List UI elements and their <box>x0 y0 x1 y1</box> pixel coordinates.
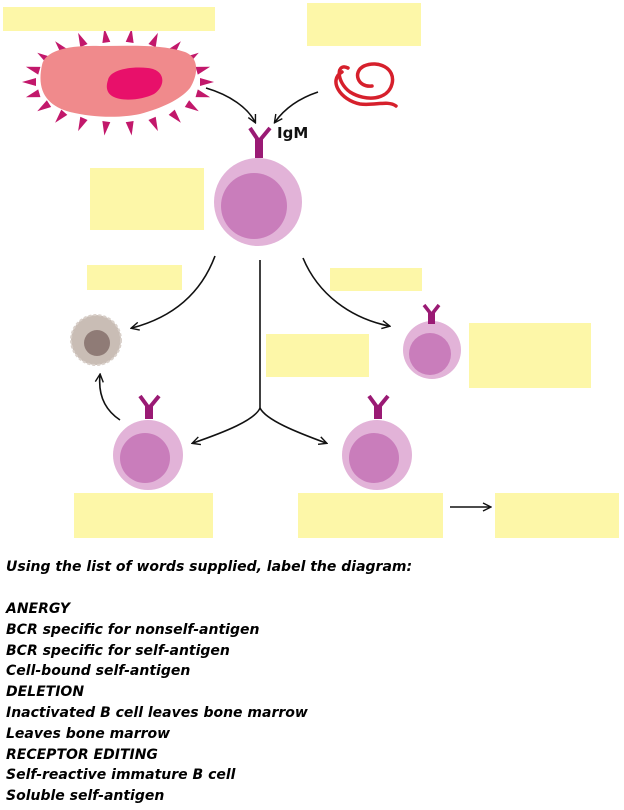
label-box-bottom-left[interactable] <box>74 493 213 538</box>
label-box-bottom-right[interactable] <box>495 493 619 538</box>
antigen-spike <box>102 121 111 136</box>
word-list-item: RECEPTOR EDITING <box>6 746 158 763</box>
word-list-item: DELETION <box>6 684 85 701</box>
antigen-spike <box>37 100 52 112</box>
cell-bound-self-antigen-cell <box>22 28 214 136</box>
label-box-right-branch[interactable] <box>330 268 422 291</box>
antigen-spike <box>125 28 134 43</box>
instructions: Using the list of words supplied, label … <box>6 559 616 807</box>
arrow-soluble-antigen-to-b-cell <box>275 91 319 122</box>
arrow-branch-right <box>259 407 326 443</box>
arrow-to-mature-cell <box>302 257 389 326</box>
mature-receptor <box>422 303 441 324</box>
arrow-self-cell-to-b-cell <box>205 87 255 122</box>
anergic-b-cell <box>113 394 183 490</box>
arrow-to-dead-cell <box>132 255 216 328</box>
antigen-spike <box>55 109 68 123</box>
label-box-center[interactable] <box>266 334 369 377</box>
label-box-top-left[interactable] <box>3 7 215 31</box>
arrow-anergic-to-dead <box>100 375 121 421</box>
label-box-mature-cell[interactable] <box>469 323 591 388</box>
antigen-spike <box>195 66 211 75</box>
antigen-spike <box>22 78 36 86</box>
word-list-item: Self-reactive immature B cell <box>6 767 236 784</box>
antigen-spike <box>168 109 181 123</box>
word-list-item: Soluble self-antigen <box>6 788 165 805</box>
mature-b-cell <box>403 303 461 379</box>
word-list-item: BCR specific for nonself-antigen <box>6 621 260 638</box>
antigen-spike <box>184 100 199 112</box>
b-cell-tolerance-diagram <box>22 28 624 545</box>
word-list-item: Inactivated B cell leaves bone marrow <box>6 704 308 721</box>
igm-label: IgM <box>277 124 309 142</box>
arrow-branch-left <box>193 407 261 443</box>
self-cell-nucleus <box>106 67 163 100</box>
immature-b-cell <box>214 126 302 246</box>
anergic-receptor <box>138 394 161 419</box>
editing-b-cell <box>342 394 412 490</box>
igm-receptor <box>248 126 272 158</box>
antigen-spike <box>200 78 214 86</box>
label-box-top-right[interactable] <box>307 3 421 46</box>
word-list: ANERGY BCR specific for nonself-antigen … <box>6 599 616 807</box>
word-list-item: ANERGY <box>6 601 70 617</box>
word-list-item: Cell-bound self-antigen <box>6 663 191 680</box>
label-box-bottom-middle[interactable] <box>298 493 443 538</box>
antigen-spike <box>78 32 88 48</box>
soluble-self-antigen <box>334 62 398 108</box>
antigen-spike <box>25 89 41 98</box>
editing-receptor <box>367 394 390 419</box>
instructions-prompt: Using the list of words supplied, label … <box>6 559 413 575</box>
label-box-left-branch[interactable] <box>87 265 182 290</box>
word-list-item: Leaves bone marrow <box>6 725 171 742</box>
label-box-left-of-b-cell[interactable] <box>90 168 204 230</box>
apoptotic-cell <box>70 314 122 366</box>
antigen-spike <box>195 89 211 98</box>
antigen-spike <box>102 28 111 43</box>
antigen-spike <box>78 116 88 132</box>
antigen-spike <box>25 66 41 75</box>
antigen-spike <box>125 121 134 136</box>
word-list-item: BCR specific for self-antigen <box>6 642 230 659</box>
antigen-spike <box>148 116 158 132</box>
antigen-spike <box>148 32 158 48</box>
